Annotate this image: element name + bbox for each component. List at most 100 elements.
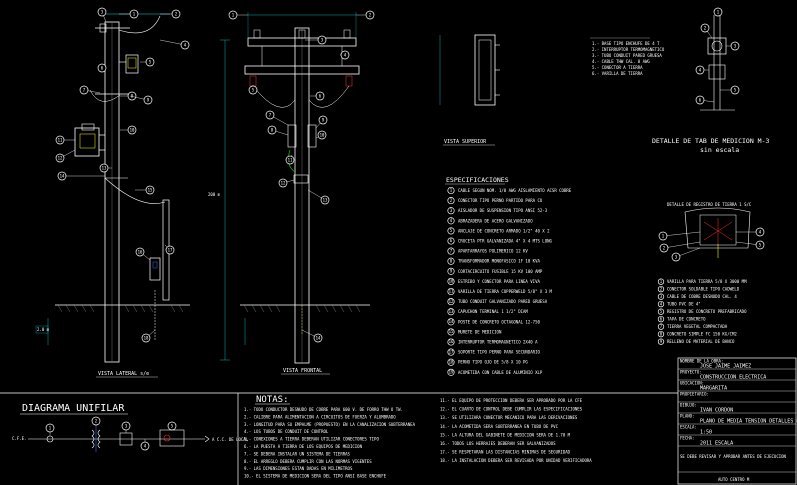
frontal-callout-bubble: 8 bbox=[267, 125, 289, 136]
note-line: 9.- LAS DIMENSIONES ESTAN DADAS EN MILIM… bbox=[244, 466, 353, 471]
svg-text:2: 2 bbox=[663, 245, 666, 250]
ground-legend-number: 4 bbox=[660, 301, 663, 306]
frontal-callout-bubble: 9 bbox=[315, 115, 328, 129]
frontal-callout-bubble: 3 bbox=[305, 35, 327, 45]
spec-number-bubble bbox=[447, 308, 455, 316]
frontal-callout-bubble: 7 bbox=[265, 110, 289, 126]
ground-legend-text: VARILLA PARA TIERRA 5/8 X 3000 MM bbox=[667, 279, 747, 284]
spec-text: CAPUCHON TERMINAL 1 1/2" DIAM bbox=[458, 309, 528, 314]
lateral-callout-bubble: 14 bbox=[57, 171, 105, 181]
spec-text: AISLADOR DE SUSPENSION TIPO ANSI 52-3 bbox=[458, 208, 548, 213]
note-line: 12.- EL CUARTO DE CONTROL DEBE CUMPLIR L… bbox=[440, 407, 583, 412]
ground-legend-bubble bbox=[657, 330, 665, 338]
meter-dial bbox=[711, 40, 723, 52]
unifilar-callout-bubble: 3 bbox=[121, 421, 131, 433]
spec-number-bubble bbox=[447, 277, 455, 285]
note-line: 10.- EL SISTEMA DE MEDICION SERA DEL TIP… bbox=[244, 474, 387, 479]
frontal-callout-bubble: 11 bbox=[285, 154, 295, 165]
note-line: 2.- CALIBRE PARA ALIMENTACION A CIRCUITO… bbox=[244, 414, 396, 419]
title-row-label: DIBUJO: bbox=[680, 403, 697, 408]
unifilar-cfe-label: C.F.E. bbox=[12, 436, 26, 441]
spec-number: 5 bbox=[450, 228, 453, 233]
svg-text:8: 8 bbox=[271, 127, 274, 132]
title-row-value: 1:50 bbox=[700, 430, 712, 436]
note-line: 4.- LOS TUBOS DE CONDUIT DE CONTROL bbox=[244, 429, 329, 434]
title-row-label: NOMBRE DE LA OBRA: bbox=[680, 359, 723, 364]
svg-text:10: 10 bbox=[130, 127, 135, 132]
note-line: 5.- CONEXIONES A TIERRA DEBERAN UTILIZAR… bbox=[244, 437, 379, 442]
spec-number: 3 bbox=[450, 208, 453, 213]
spec-number-bubble bbox=[447, 328, 455, 336]
unifilar-callout-bubble: 5 bbox=[167, 421, 177, 431]
svg-text:10: 10 bbox=[320, 132, 325, 137]
ground-legend-number: 2 bbox=[660, 286, 663, 291]
spec-number-bubble bbox=[447, 197, 455, 205]
spec-number-bubble bbox=[447, 267, 455, 275]
spec-number-bubble bbox=[447, 318, 455, 326]
svg-text:2: 2 bbox=[369, 12, 372, 17]
specs-title: ESPECIFICACIONES bbox=[446, 176, 509, 184]
meter-detail: 1.- BASE TIPO ENCHUFE DE 4 T 2.- INTERRU… bbox=[590, 15, 769, 154]
svg-text:13: 13 bbox=[102, 165, 107, 170]
svg-text:7: 7 bbox=[269, 112, 272, 117]
ground-legend-number: 8 bbox=[660, 331, 663, 336]
ground-legend-text: TIERRA VEGETAL COMPACTADA bbox=[667, 324, 728, 329]
note-line: 1.- TODO CONDUCTOR DESNUDO DE COBRE PARA… bbox=[244, 407, 403, 412]
svg-text:1.- BASE TIPO ENCHUFE DE 4 T: 1.- BASE TIPO ENCHUFE DE 4 T bbox=[592, 41, 660, 46]
spec-number: 1 bbox=[450, 188, 453, 193]
spec-number-bubble bbox=[447, 217, 455, 225]
ground-legend-text: CABLE DE COBRE DESNUDO CAL. 4 bbox=[667, 294, 737, 299]
unifilar-callout-bubble: 1 bbox=[45, 423, 55, 436]
lateral-callout-bubble: 9 bbox=[129, 95, 153, 105]
svg-text:1: 1 bbox=[662, 233, 665, 238]
svg-text:2: 2 bbox=[95, 418, 98, 423]
title-sheet: AUTO CENTRO M bbox=[718, 477, 750, 482]
svg-text:7: 7 bbox=[83, 87, 86, 92]
svg-text:5: 5 bbox=[171, 423, 174, 428]
spec-text: ESTRIBO Y CONECTOR PARA LINEA VIVA bbox=[458, 279, 540, 284]
lateral-callout-bubble: 6 bbox=[97, 63, 107, 73]
svg-text:5: 5 bbox=[252, 87, 255, 92]
title-row-value: JOSE JAIME JAIMEZ bbox=[700, 364, 751, 370]
svg-text:3: 3 bbox=[734, 43, 737, 48]
svg-text:2: 2 bbox=[704, 25, 707, 30]
svg-text:16: 16 bbox=[138, 249, 143, 254]
spec-number: 7 bbox=[450, 248, 453, 253]
note-line: 17.- SE RESPETARAN LAS DISTANCIAS MINIMA… bbox=[440, 450, 571, 455]
frontal-view-title: VISTA FRONTAL bbox=[283, 368, 322, 374]
lateral-transformer bbox=[74, 127, 100, 157]
svg-text:1: 1 bbox=[49, 425, 52, 430]
spec-number: 2 bbox=[450, 198, 453, 203]
meter-callout-bubble: 3 bbox=[726, 41, 740, 51]
lateral-callout-bubble: 17 bbox=[164, 244, 175, 255]
spec-text: ABRAZADERA DE ACERO GALVANIZADO bbox=[458, 218, 533, 223]
ground-callout-bubble: 4 bbox=[736, 227, 765, 237]
spec-text: CRUCETA PTR GALVANIZADA 4" X 4 MTS LONG bbox=[458, 239, 553, 244]
spec-number: 6 bbox=[450, 238, 453, 243]
lateral-callout-bubble: 8 bbox=[120, 91, 137, 101]
frontal-callout-bubble: 5 bbox=[248, 85, 258, 95]
svg-text:5: 5 bbox=[734, 87, 737, 92]
unifilar-callout-bubble: 4 bbox=[140, 439, 150, 451]
spec-text: PERNO TIPO OJO DE 5/8 X 10 PG bbox=[458, 360, 528, 365]
lateral-callout-bubble: 3 bbox=[97, 7, 107, 23]
spec-item: 6 CRUCETA PTR GALVANIZADA 4" X 4 MTS LONG bbox=[447, 237, 553, 245]
title-row-value: IVAN CORDON bbox=[700, 408, 733, 414]
meter-callout-bubble: 6 bbox=[695, 95, 715, 105]
title-row-label: ESCALA: bbox=[680, 425, 697, 430]
note-line: 18.- LA INSTALACION DEBERA SER REVISADA … bbox=[440, 458, 592, 463]
spec-number-bubble bbox=[447, 207, 455, 215]
spec-number: 19 bbox=[449, 370, 454, 375]
frontal-callout-bubble: 12 bbox=[278, 178, 295, 188]
